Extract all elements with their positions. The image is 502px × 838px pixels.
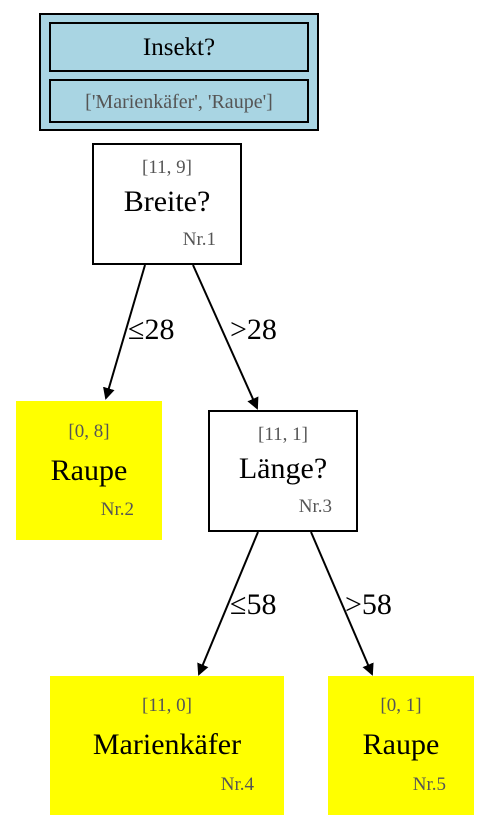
tree-node-4: [11, 0] Marienkäfer Nr.4 <box>50 676 284 815</box>
edge-label-n3-n5: >58 <box>345 588 392 621</box>
node-number: Nr.3 <box>298 496 332 517</box>
node-counts: [0, 1] <box>380 695 422 716</box>
edge-n1-n2 <box>103 264 146 400</box>
root-title: Insekt? <box>49 22 309 72</box>
node-label: Raupe <box>50 454 128 487</box>
tree-node-5: [0, 1] Raupe Nr.5 <box>328 676 474 815</box>
tree-node-2: [0, 8] Raupe Nr.2 <box>16 401 162 540</box>
edge-n1-n3 <box>192 264 259 410</box>
edge-label-n1-n3: >28 <box>230 313 277 346</box>
node-label: Länge? <box>238 452 328 485</box>
edge-label-n3-n4: ≤58 <box>230 588 277 621</box>
root-class-list: ['Marienkäfer', 'Raupe'] <box>49 79 309 123</box>
node-counts: [0, 8] <box>68 421 110 442</box>
root-header: Insekt? ['Marienkäfer', 'Raupe'] <box>39 13 319 131</box>
tree-node-3: [11, 1] Länge? Nr.3 <box>208 410 358 532</box>
node-counts: [11, 1] <box>258 424 308 445</box>
tree-node-1: [11, 9] Breite? Nr.1 <box>92 143 242 265</box>
node-label: Marienkäfer <box>92 728 242 761</box>
node-number: Nr.4 <box>220 774 254 795</box>
node-label: Breite? <box>123 185 211 218</box>
node-label: Raupe <box>362 728 440 761</box>
edge-n3-n4 <box>197 531 259 676</box>
node-number: Nr.1 <box>182 229 216 250</box>
node-counts: [11, 0] <box>142 695 192 716</box>
node-counts: [11, 9] <box>142 157 192 178</box>
node-number: Nr.2 <box>100 499 134 520</box>
edge-label-n1-n2: ≤28 <box>128 313 175 346</box>
node-number: Nr.5 <box>412 774 446 795</box>
edge-n3-n5 <box>310 531 374 676</box>
